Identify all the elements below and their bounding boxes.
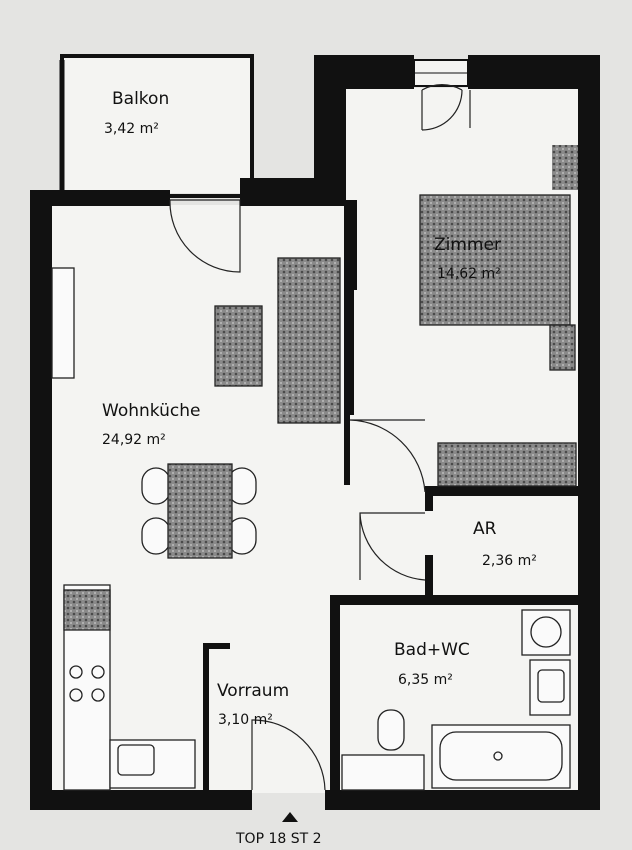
window-zimmer [413,59,469,87]
room-area-balkon: 3,42 m² [104,121,159,137]
kitchen-counter [63,584,196,791]
room-name-ar: AR [473,519,497,539]
window-wohnkueche [51,267,75,379]
wardrobe [437,442,577,487]
room-area-bad-wc: 6,35 m² [398,672,453,688]
room-name-bad-wc: Bad+WC [394,640,470,660]
window-sill [552,145,578,190]
room-area-zimmer: 14,62 m² [437,266,501,282]
room-area-ar: 2,36 m² [482,553,537,569]
room-name-zimmer: Zimmer [434,235,501,255]
bed [419,194,576,371]
room-name-wohnkueche: Wohnküche [102,401,200,421]
doors [169,84,471,791]
walls [30,55,600,810]
room-name-vorraum: Vorraum [217,681,289,701]
unit-id-label: TOP 18 ST 2 [235,831,322,847]
sofa [277,257,341,424]
coffee-table [214,305,263,387]
bathroom-fixtures [341,609,571,791]
room-area-wohnkueche: 24,92 m² [102,432,166,448]
dining-table [141,463,257,559]
room-area-vorraum: 3,10 m² [218,712,273,728]
room-name-balkon: Balkon [112,89,169,109]
entrance-arrow-icon [282,812,298,822]
